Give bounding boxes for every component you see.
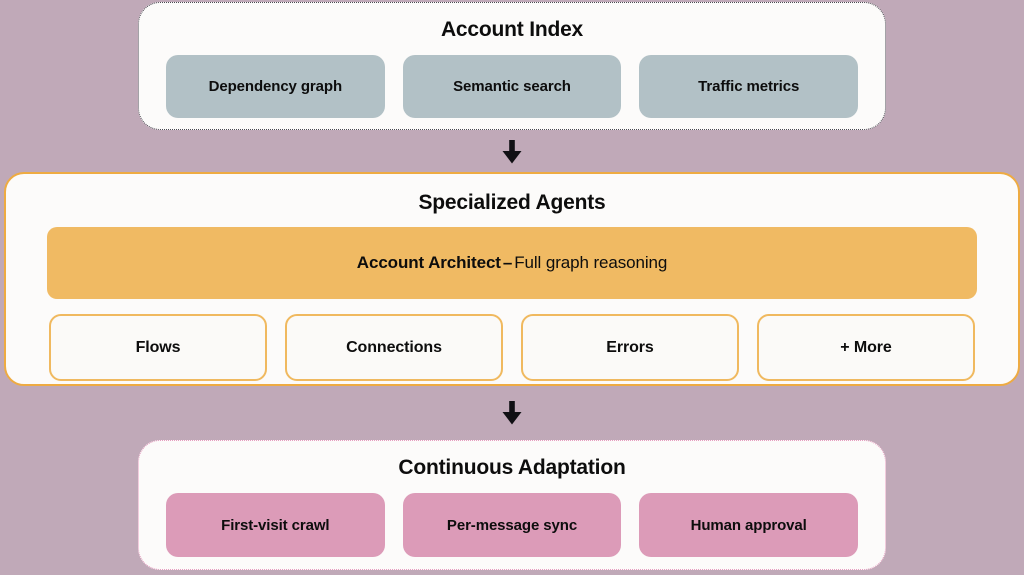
pill-traffic-metrics[interactable]: Traffic metrics <box>639 55 859 118</box>
account-index-title: Account Index <box>440 18 584 41</box>
arrow-down-icon <box>499 400 525 426</box>
account-index-pill-row: Dependency graph Semantic search Traffic… <box>139 55 885 118</box>
pill-semantic-search[interactable]: Semantic search <box>402 55 622 118</box>
continuous-adaptation-title: Continuous Adaptation <box>398 456 626 479</box>
account-architect-bar[interactable]: Account Architect – Full graph reasoning <box>47 227 977 299</box>
box-more[interactable]: + More <box>757 314 975 381</box>
account-architect-separator: – <box>502 253 513 272</box>
pill-human-approval[interactable]: Human approval <box>639 493 859 557</box>
specialized-agents-box-row: Flows Connections Errors + More <box>6 314 1018 381</box>
pill-dependency-graph[interactable]: Dependency graph <box>166 55 385 118</box>
box-errors[interactable]: Errors <box>521 314 739 381</box>
specialized-agents-title: Specialized Agents <box>418 191 606 214</box>
box-flows[interactable]: Flows <box>49 314 267 381</box>
account-architect-description: Full graph reasoning <box>514 253 668 272</box>
account-architect-name: Account Architect <box>356 253 501 272</box>
continuous-adaptation-card: Continuous Adaptation First-visit crawl … <box>138 440 886 570</box>
account-index-card: Account Index Dependency graph Semantic … <box>138 2 886 130</box>
pill-per-message-sync[interactable]: Per-message sync <box>402 493 622 557</box>
pill-first-visit-crawl[interactable]: First-visit crawl <box>166 493 385 557</box>
arrow-down-icon <box>499 139 525 165</box>
continuous-adaptation-pill-row: First-visit crawl Per-message sync Human… <box>139 493 885 557</box>
specialized-agents-card: Specialized Agents Account Architect – F… <box>4 172 1020 386</box>
box-connections[interactable]: Connections <box>285 314 503 381</box>
